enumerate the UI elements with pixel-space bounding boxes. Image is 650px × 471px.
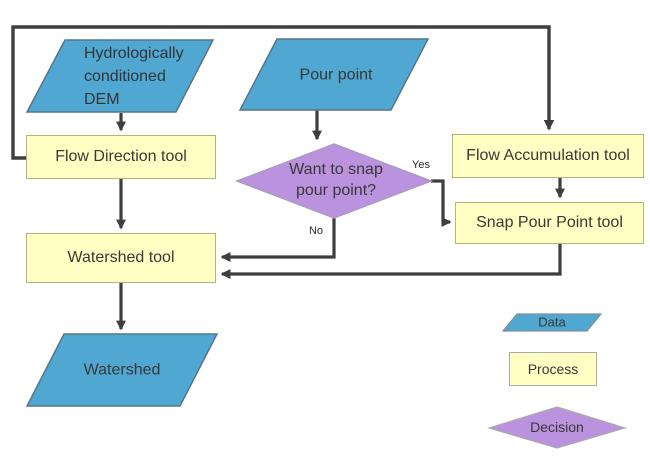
pour-point-parallelogram-shape xyxy=(238,38,430,111)
watershed-parallelogram-shape xyxy=(25,333,219,407)
edge-label-yes: Yes xyxy=(412,159,430,171)
connector-decision-no-to-watershedtool xyxy=(220,218,336,262)
connector-flowdirection-to-flowaccumulation xyxy=(11,25,555,160)
legend-process-box: Process xyxy=(509,352,597,386)
connector-decision-yes-to-snap xyxy=(431,179,452,227)
snap-pour-point-tool-label: Snap Pour Point tool xyxy=(476,214,623,231)
dem-parallelogram-shape xyxy=(25,39,215,113)
legend-decision-diamond-shape xyxy=(486,406,628,449)
legend-decision-label: Decision xyxy=(530,419,584,435)
decision-diamond-shape xyxy=(234,143,434,219)
node-flow-direction-tool: Flow Direction tool xyxy=(26,135,216,179)
connector-snap-to-watershedtool xyxy=(220,244,562,279)
edge-label-no: No xyxy=(308,225,324,237)
node-dem-label: Hydrologically conditioned DEM xyxy=(84,45,184,108)
flow-accumulation-tool-label: Flow Accumulation tool xyxy=(466,147,630,164)
node-flow-accumulation-tool: Flow Accumulation tool xyxy=(452,134,644,178)
legend-data-label: Data xyxy=(538,314,566,330)
legend-process-label: Process xyxy=(527,361,579,377)
flow-direction-tool-label: Flow Direction tool xyxy=(55,148,187,165)
legend-data-parallelogram-shape xyxy=(501,313,603,332)
node-snap-pour-point-tool: Snap Pour Point tool xyxy=(455,202,644,244)
node-watershed-tool: Watershed tool xyxy=(26,233,216,283)
watershed-tool-label: Watershed tool xyxy=(67,249,175,266)
